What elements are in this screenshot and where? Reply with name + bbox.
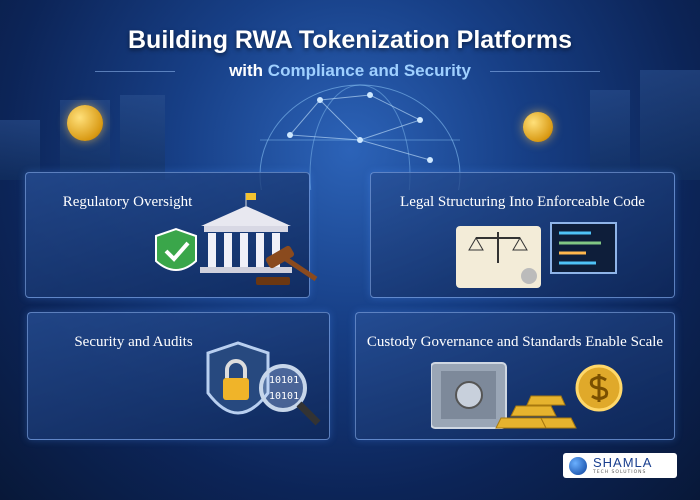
card-label: Regulatory Oversight bbox=[62, 194, 193, 210]
courthouse-icon bbox=[155, 193, 318, 285]
token-coin-icon bbox=[523, 112, 553, 142]
logo-tagline: TECH SOLUTIONS bbox=[593, 469, 647, 475]
logo-globe-icon bbox=[569, 456, 587, 475]
page-title: Building RWA Tokenization Platforms bbox=[128, 26, 572, 54]
subtitle-prefix: with bbox=[229, 61, 264, 80]
card-security-audits: Security and Audits 10101 10101 bbox=[27, 312, 330, 440]
code-monitor-icon bbox=[550, 222, 617, 274]
gold-bars-icon bbox=[495, 395, 577, 429]
binary-magnifier-icon bbox=[259, 364, 307, 412]
building bbox=[0, 120, 40, 180]
subtitle-highlight: Compliance and Security bbox=[267, 61, 471, 80]
building bbox=[640, 70, 700, 180]
logo-name: SHAMLA bbox=[593, 454, 653, 470]
divider bbox=[95, 71, 175, 72]
page-subtitle: with Compliance and Security bbox=[0, 60, 700, 82]
card-custody-governance: Custody Governance and Standards Enable … bbox=[355, 312, 675, 440]
card-label: Custody Governance and Standards Enable … bbox=[366, 334, 664, 350]
building bbox=[120, 95, 165, 180]
card-label: Legal Structuring Into Enforceable Code bbox=[400, 194, 645, 210]
card-regulatory-oversight: Regulatory Oversight bbox=[25, 172, 318, 298]
binary-text: 10101 bbox=[269, 375, 299, 386]
building bbox=[590, 90, 630, 180]
divider bbox=[490, 71, 600, 72]
padlock-shield-icon: 10101 10101 bbox=[206, 341, 321, 426]
bank-coin-icon bbox=[67, 105, 103, 141]
binary-text: 10101 bbox=[269, 391, 299, 402]
card-label: Security and Audits bbox=[74, 334, 193, 350]
scales-document-icon bbox=[456, 222, 617, 288]
card-legal-structuring: Legal Structuring Into Enforceable Code bbox=[370, 172, 675, 298]
vault-safe-icon bbox=[431, 362, 623, 429]
